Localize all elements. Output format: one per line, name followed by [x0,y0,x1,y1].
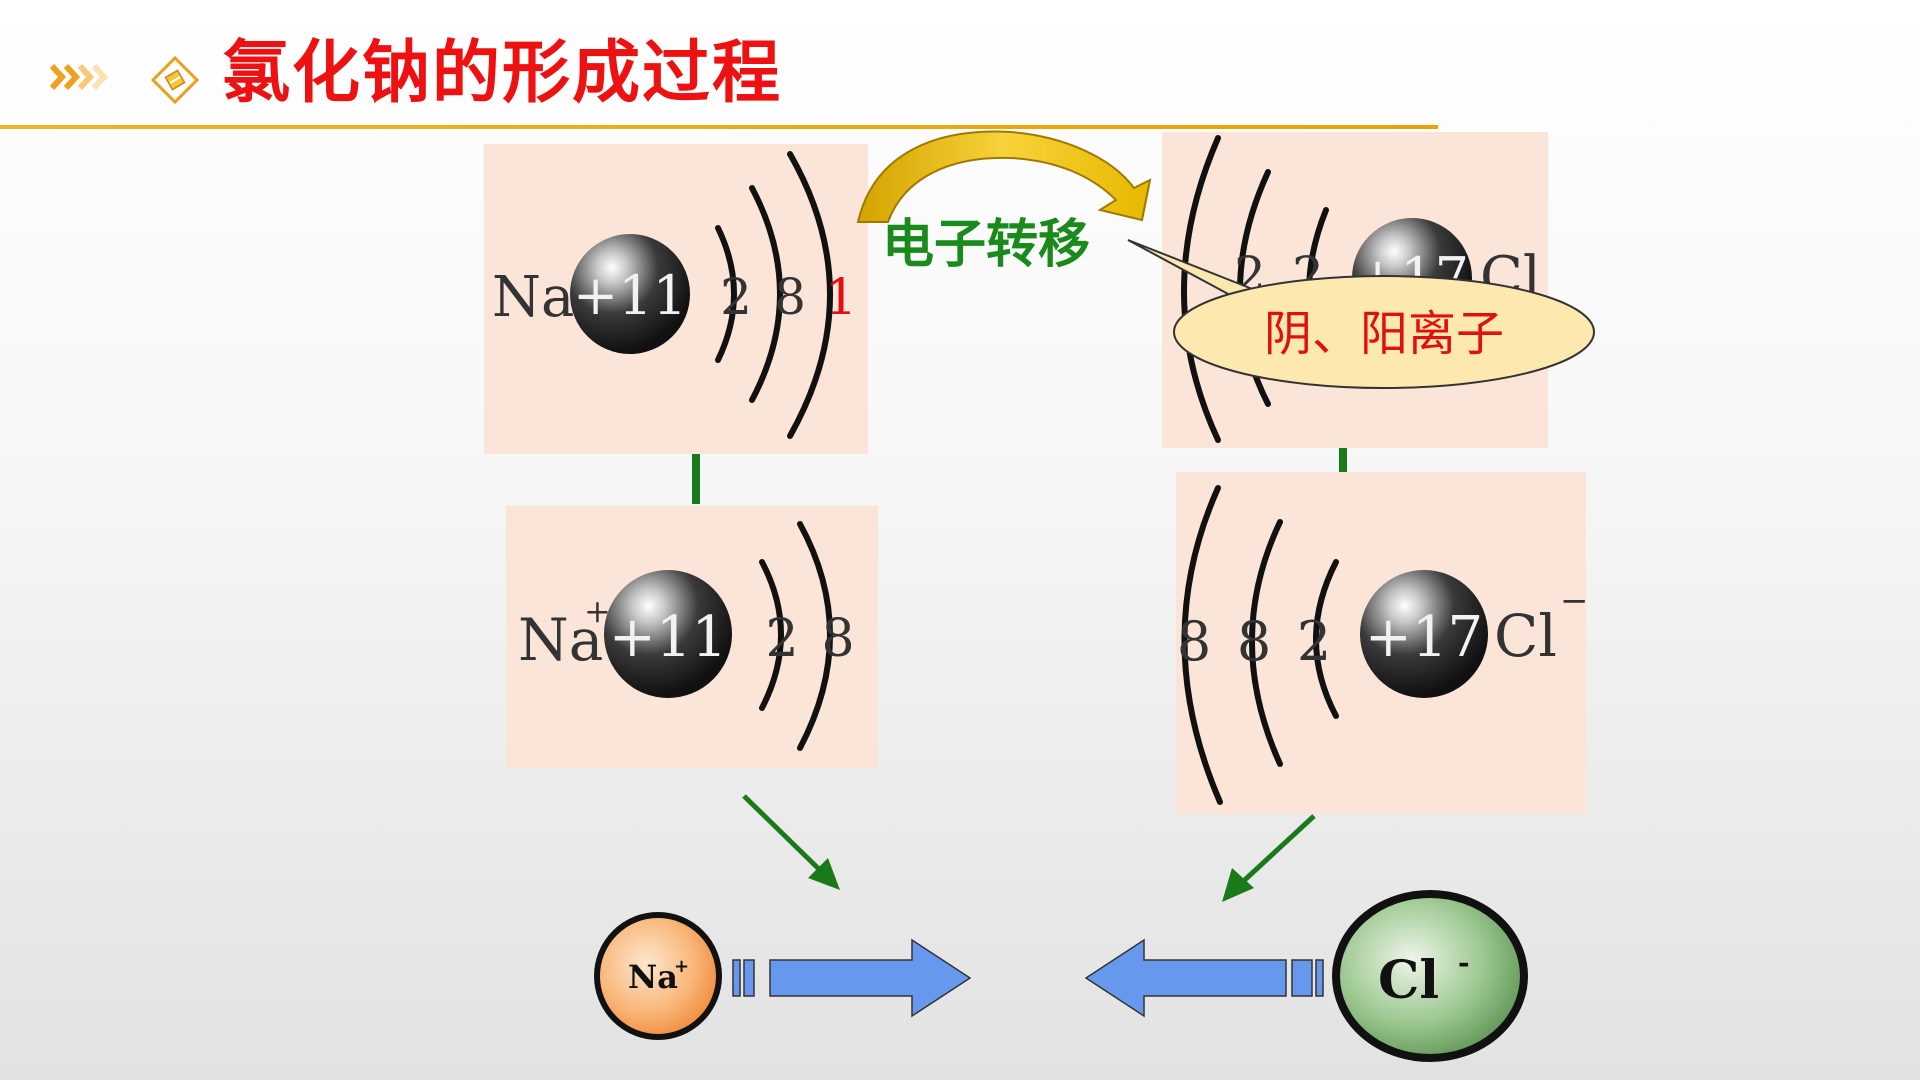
na-atom-nucleus-charge: +11 [573,264,687,327]
cl-ball-charge: - [1458,946,1470,979]
na-ion-ball: Na + [594,912,722,1040]
page-title: 氯化钠的形成过程 [222,33,783,113]
cl-attraction-arrow [1084,938,1324,1018]
cl-ion-shell-2 [1249,519,1283,767]
na-ion-shell-1-count: 2 [765,609,798,669]
cl-ion-shell-3-count: 8 [1177,610,1211,673]
cl-ion-shell-2-count: 8 [1237,610,1271,673]
cl-ion-ball: Cl - [1332,890,1528,1062]
ion-callout-label: 阴、阳离子 [1264,306,1504,362]
na-atom-shell-1-count: 2 [720,268,752,326]
na-ion-symbol: Na [518,606,603,674]
na-atom-shell-3 [787,151,833,439]
na-atom-shell-3-count: 1 [825,268,857,326]
na-ion-shell-2-count: 8 [821,609,854,669]
cl-ion-shell-3 [1181,485,1223,805]
ion-callout: 阴、阳离子 [1127,239,1595,389]
electron-transfer-arrow [856,130,1152,223]
na-ion-nucleus [604,570,732,698]
title-divider [0,125,1438,129]
na-ion-shell-1 [759,559,784,711]
na-atom-nucleus [570,234,690,354]
na-atom-shell-2 [749,185,783,403]
title-bar: 氯化钠的形成过程 [0,0,1440,130]
cl-ion-panel: 8 8 2 +17 Cl − [1176,472,1589,814]
cl-ion-symbol: Cl [1494,602,1557,670]
cl-ion-nucleus [1360,570,1488,698]
cl-ion-nucleus-charge: +17 [1365,605,1483,670]
na-atom-symbol: Na [492,265,574,330]
na-attraction-arrow [732,938,972,1018]
na-ball-symbol: Na [628,958,678,996]
electron-transfer-label: 电子转移 [882,215,1090,275]
diamond-bullet-icon [150,55,200,105]
na-atom-shell-1 [715,225,737,363]
na-ion-nucleus-charge: +11 [609,605,727,670]
na-ion-panel: Na + +11 2 8 [506,506,878,768]
na-atom-shell-2-count: 8 [774,268,806,326]
cl-ion-charge: − [1560,581,1589,621]
na-atom-panel: Na +11 2 8 1 [484,144,868,454]
na-ball-charge: + [674,956,689,977]
cl-down-arrow [1222,814,1316,902]
na-ion-shell-2 [797,521,833,751]
double-chevron-icon [50,63,109,91]
cl-ion-shell-1-count: 2 [1297,610,1331,673]
cl-ball-symbol: Cl [1378,950,1439,1011]
cl-ion-shell-1 [1313,559,1339,719]
na-down-arrow [742,794,840,890]
cl-atom-shell-3 [1181,135,1221,443]
